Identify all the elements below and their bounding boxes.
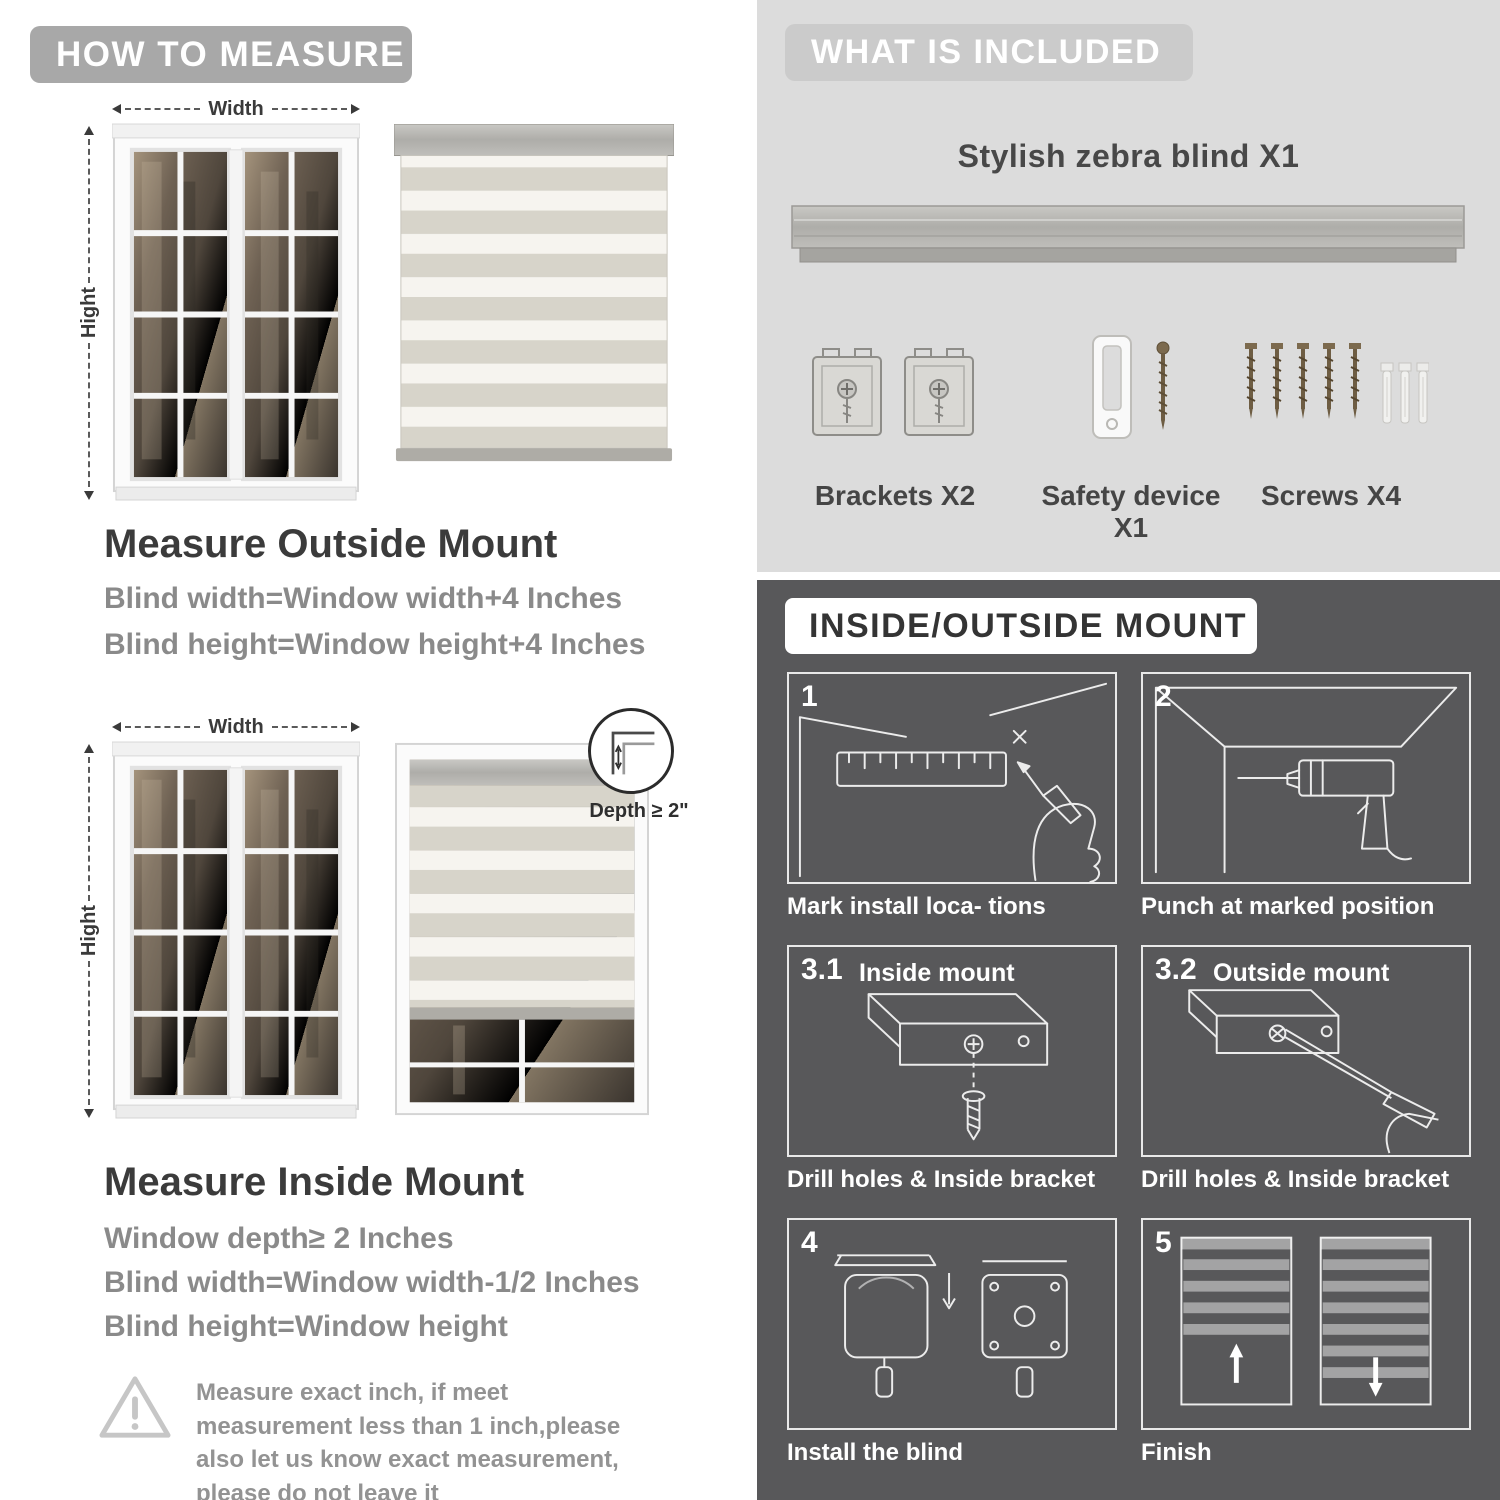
step-number: 4 [801,1226,818,1259]
step-caption: Mark install loca- tions [787,893,1046,920]
inside-rule-2: Blind width=Window width-1/2 Inches [104,1266,640,1299]
safety-device-icon [1092,335,1170,439]
window-illustration [112,740,360,1122]
mark-locations-illustration [798,682,1108,882]
outside-mount-title: Measure Outside Mount [104,522,558,566]
step-5: 5 Finish [1141,1218,1471,1467]
inside-rule-3: Blind height=Window height [104,1310,508,1343]
drill-illustration [1154,686,1458,874]
brackets-label: Brackets X2 [814,480,976,511]
what-is-included-header: WHAT IS INCLUDED [785,24,1193,81]
mount-header: INSIDE/OUTSIDE MOUNT [785,598,1257,654]
step-3-1: 3.1 Inside mount Drill holes & Inside br… [787,945,1117,1194]
warning-text: Measure exact inch, if meet measurement … [196,1379,621,1500]
arrow-left-icon [112,104,121,114]
zebra-blind-illustration [394,124,674,462]
safety-device-label: Safety device X1 [1041,480,1221,543]
inside-mount-label: Inside mount [859,959,1015,987]
warning-icon [99,1376,171,1438]
step-number: 5 [1155,1226,1172,1259]
dashed-line [125,108,201,110]
dashed-line [125,726,201,728]
step-1-panel: 1 [787,672,1117,884]
width-measure-arrow: Width [112,715,361,738]
measure-warning: Measure exact inch, if meet measurement … [96,1372,666,1500]
dashed-line [88,342,90,487]
step-caption: Drill holes & Inside bracket [1141,1166,1450,1193]
dashed-line [88,139,90,284]
screws-label: Screws X4 [1260,480,1402,511]
height-label: Hight [77,287,100,339]
step-caption: Punch at marked position [1141,893,1435,920]
step-1: 1 Mark install loca- tions [787,672,1117,921]
arrow-down-icon [84,491,94,500]
width-measure-arrow: Width [112,97,361,120]
height-measure-arrow: Hight [78,126,100,500]
brackets-icon [812,348,974,436]
arrow-down-icon [84,1109,94,1118]
how-to-measure-header: HOW TO MEASURE [30,26,412,83]
inside-bracket-illustration [867,993,1049,1141]
dashed-line [88,960,90,1105]
dashed-line [271,726,348,728]
width-label: Width [208,715,264,738]
arrow-up-icon [84,744,94,753]
screws-icon [1245,343,1429,424]
step-5-panel: 5 [1141,1218,1471,1430]
depth-magnifier-icon [588,708,674,794]
height-label: Hight [77,905,100,957]
step-caption: Finish [1141,1439,1212,1466]
inside-mount-blind-illustration [395,742,649,1116]
step-number: 3.1 [801,953,843,986]
inside-mount-title: Measure Inside Mount [104,1160,525,1204]
install-blind-illustration [834,1254,1068,1398]
what-is-included-section: WHAT IS INCLUDED Stylish zebra blind X1 [757,0,1500,572]
window-illustration [112,122,360,504]
depth-note: Depth ≥ 2" [589,800,689,822]
window-corner-zoom [611,731,655,775]
inside-rule-1: Window depth≥ 2 Inches [104,1222,454,1255]
step-number: 2 [1155,680,1172,713]
step-3-1-panel: 3.1 Inside mount [787,945,1117,1157]
outside-rule-2: Blind height=Window height+4 Inches [104,628,646,661]
step-2-panel: 2 [1141,672,1471,884]
inside-mount-figure: Width Hight [72,708,692,1128]
step-caption: Drill holes & Inside bracket [787,1166,1096,1193]
step-number: 3.2 [1155,953,1197,986]
step-2: 2 Punch at marked position [1141,672,1471,921]
zebra-blind-item-label: Stylish zebra blind X1 [957,138,1300,174]
mount-steps-grid: 1 Mark install loca- tions [787,672,1471,1467]
dashed-line [88,757,90,902]
headrail-illustration [791,205,1465,263]
outside-bracket-illustration [1188,989,1439,1154]
step-3-2: 3.2 Outside mount Drill holes & Inside b… [1141,945,1471,1194]
outside-mount-label: Outside mount [1213,959,1390,987]
arrow-left-icon [112,722,121,732]
arrow-right-icon [351,104,361,114]
width-label: Width [208,97,264,120]
mount-instructions-section: INSIDE/OUTSIDE MOUNT [757,580,1500,1500]
outside-rule-1: Blind width=Window width+4 Inches [104,582,623,615]
step-4-panel: 4 [787,1218,1117,1430]
arrow-up-icon [84,126,94,135]
arrow-right-icon [351,722,361,732]
step-caption: Install the blind [787,1439,964,1466]
step-number: 1 [801,680,818,713]
step-4: 4 Install the blind [787,1218,1117,1467]
height-measure-arrow: Hight [78,744,100,1118]
outside-mount-figure: Width Hight [72,97,692,510]
finish-illustration [1180,1236,1432,1406]
step-3-2-panel: 3.2 Outside mount [1141,945,1471,1157]
dashed-line [271,108,348,110]
